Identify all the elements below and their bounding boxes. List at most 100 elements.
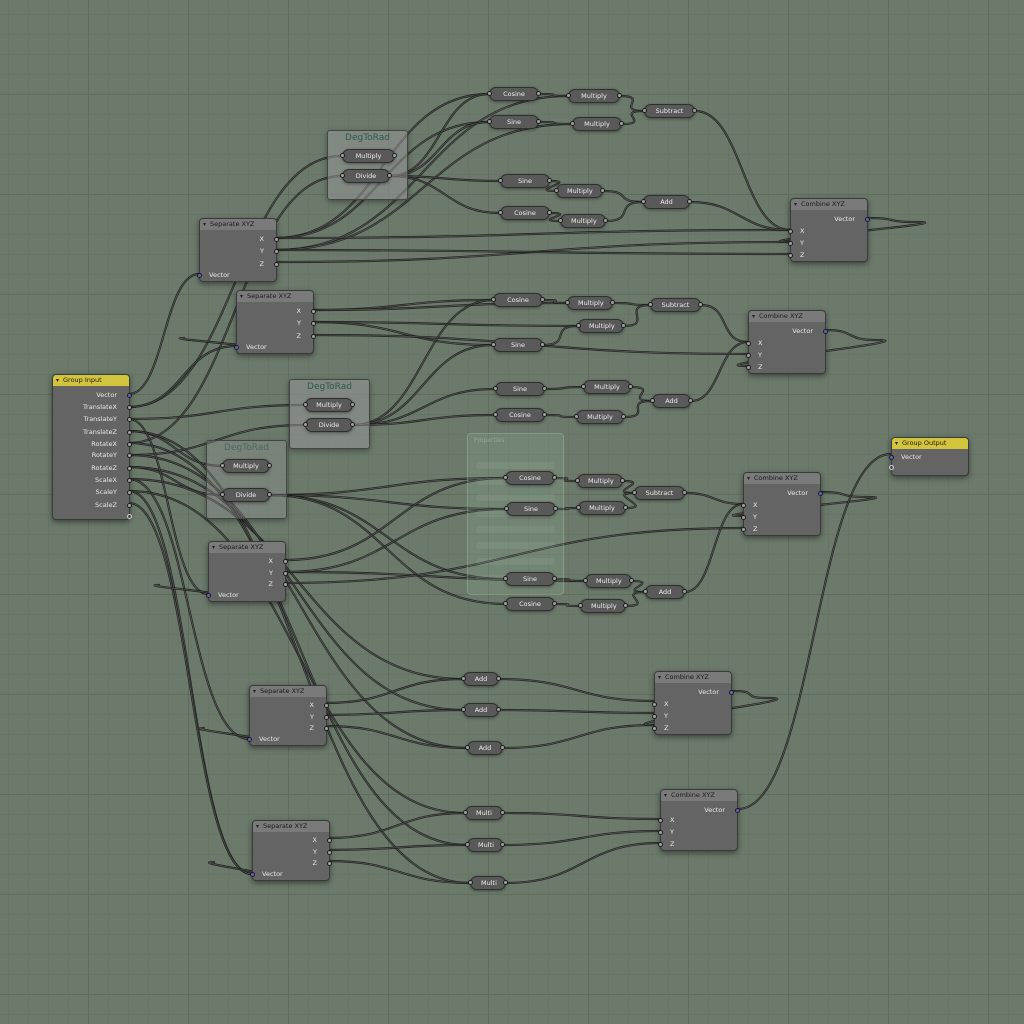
float-socket-icon[interactable] xyxy=(578,603,583,608)
add-node[interactable]: Add xyxy=(461,672,501,686)
float-socket-icon[interactable] xyxy=(324,715,329,720)
float-socket-icon[interactable] xyxy=(581,384,586,389)
multi-node[interactable]: Multi xyxy=(465,838,505,852)
float-socket-icon[interactable] xyxy=(552,576,557,581)
combine-xyz-node-4[interactable]: Combine XYZ Vector X Y Z xyxy=(652,671,734,735)
subtract-node[interactable]: Subtract xyxy=(648,298,703,312)
float-socket-icon[interactable] xyxy=(643,589,648,594)
float-socket-icon[interactable] xyxy=(498,178,503,183)
float-socket-icon[interactable] xyxy=(392,153,397,158)
float-socket-icon[interactable] xyxy=(552,475,557,480)
divide-node[interactable]: Divide xyxy=(340,169,392,183)
float-socket-icon[interactable] xyxy=(498,210,503,215)
vector-socket-icon[interactable] xyxy=(127,393,132,398)
add-node[interactable]: Add xyxy=(641,195,692,209)
float-socket-icon[interactable] xyxy=(487,119,492,124)
float-socket-icon[interactable] xyxy=(387,173,392,178)
float-socket-icon[interactable] xyxy=(652,726,657,731)
vector-socket-icon[interactable] xyxy=(206,593,211,598)
float-socket-icon[interactable] xyxy=(682,490,687,495)
multiply-node[interactable]: Multiply xyxy=(574,410,626,424)
vector-socket-icon[interactable] xyxy=(865,217,870,222)
float-socket-icon[interactable] xyxy=(340,173,345,178)
float-socket-icon[interactable] xyxy=(575,478,580,483)
float-socket-icon[interactable] xyxy=(220,463,225,468)
float-socket-icon[interactable] xyxy=(621,323,626,328)
separate-xyz-node-2[interactable]: Separate XYZ X Y Z Vector xyxy=(234,290,316,354)
sine-node[interactable]: Sine xyxy=(504,502,558,516)
float-socket-icon[interactable] xyxy=(283,571,288,576)
combine-xyz-node-3[interactable]: Combine XYZ Vector X Y Z xyxy=(741,472,823,536)
multiply-node[interactable]: Multiply xyxy=(576,501,628,515)
float-socket-icon[interactable] xyxy=(688,398,693,403)
float-socket-icon[interactable] xyxy=(658,818,663,823)
float-socket-icon[interactable] xyxy=(746,341,751,346)
float-socket-icon[interactable] xyxy=(741,503,746,508)
multiply-node[interactable]: Multiply xyxy=(558,214,608,228)
degtorad-frame-3[interactable]: DegToRad xyxy=(206,440,287,519)
float-socket-icon[interactable] xyxy=(542,412,547,417)
float-socket-icon[interactable] xyxy=(741,515,746,520)
float-socket-icon[interactable] xyxy=(698,302,703,307)
float-socket-icon[interactable] xyxy=(632,490,637,495)
float-socket-icon[interactable] xyxy=(324,703,329,708)
multiply-node[interactable]: Multiply xyxy=(583,574,634,588)
multiply-node[interactable]: Multiply xyxy=(554,184,605,198)
float-socket-icon[interactable] xyxy=(127,490,132,495)
cosine-node[interactable]: Cosine xyxy=(498,206,552,220)
cosine-node[interactable]: Cosine xyxy=(491,293,545,307)
float-socket-icon[interactable] xyxy=(583,578,588,583)
float-socket-icon[interactable] xyxy=(493,412,498,417)
multiply-node[interactable]: Multiply xyxy=(575,474,625,488)
separate-xyz-node-1[interactable]: Separate XYZ X Y Z Vector xyxy=(197,218,279,282)
add-node[interactable]: Add xyxy=(465,741,505,755)
float-socket-icon[interactable] xyxy=(570,121,575,126)
float-socket-icon[interactable] xyxy=(311,334,316,339)
float-socket-icon[interactable] xyxy=(536,119,541,124)
float-socket-icon[interactable] xyxy=(461,707,466,712)
float-socket-icon[interactable] xyxy=(127,453,132,458)
add-node[interactable]: Add xyxy=(643,585,687,599)
vector-socket-icon[interactable] xyxy=(197,273,202,278)
float-socket-icon[interactable] xyxy=(565,300,570,305)
float-socket-icon[interactable] xyxy=(576,323,581,328)
vector-socket-icon[interactable] xyxy=(818,491,823,496)
vector-socket-icon[interactable] xyxy=(247,737,252,742)
combine-xyz-node-1[interactable]: Combine XYZ Vector X Y Z xyxy=(788,198,870,262)
float-socket-icon[interactable] xyxy=(621,414,626,419)
sine-node[interactable]: Sine xyxy=(487,115,541,129)
multiply-node[interactable]: Multiply xyxy=(303,398,355,412)
float-socket-icon[interactable] xyxy=(327,850,332,855)
float-socket-icon[interactable] xyxy=(628,384,633,389)
float-socket-icon[interactable] xyxy=(500,810,505,815)
empty-socket-icon[interactable] xyxy=(127,514,132,519)
float-socket-icon[interactable] xyxy=(127,442,132,447)
float-socket-icon[interactable] xyxy=(491,342,496,347)
float-socket-icon[interactable] xyxy=(658,842,663,847)
float-socket-icon[interactable] xyxy=(324,726,329,731)
multiply-node[interactable]: Multiply xyxy=(565,296,615,310)
float-socket-icon[interactable] xyxy=(127,478,132,483)
float-socket-icon[interactable] xyxy=(487,91,492,96)
float-socket-icon[interactable] xyxy=(504,506,509,511)
sine-node[interactable]: Sine xyxy=(498,174,552,188)
float-socket-icon[interactable] xyxy=(500,745,505,750)
group-input-node[interactable]: Group Input Vector TranslateX TranslateY… xyxy=(52,374,132,520)
divide-node[interactable]: Divide xyxy=(303,418,355,432)
float-socket-icon[interactable] xyxy=(274,237,279,242)
float-socket-icon[interactable] xyxy=(503,475,508,480)
float-socket-icon[interactable] xyxy=(127,430,132,435)
float-socket-icon[interactable] xyxy=(566,93,571,98)
float-socket-icon[interactable] xyxy=(500,842,505,847)
float-socket-icon[interactable] xyxy=(311,309,316,314)
float-socket-icon[interactable] xyxy=(553,506,558,511)
float-socket-icon[interactable] xyxy=(463,810,468,815)
float-socket-icon[interactable] xyxy=(542,386,547,391)
float-socket-icon[interactable] xyxy=(629,578,634,583)
float-socket-icon[interactable] xyxy=(617,93,622,98)
float-socket-icon[interactable] xyxy=(496,676,501,681)
float-socket-icon[interactable] xyxy=(652,702,657,707)
multiply-node[interactable]: Multiply xyxy=(581,380,633,394)
subtract-node[interactable]: Subtract xyxy=(632,486,687,500)
float-socket-icon[interactable] xyxy=(603,218,608,223)
